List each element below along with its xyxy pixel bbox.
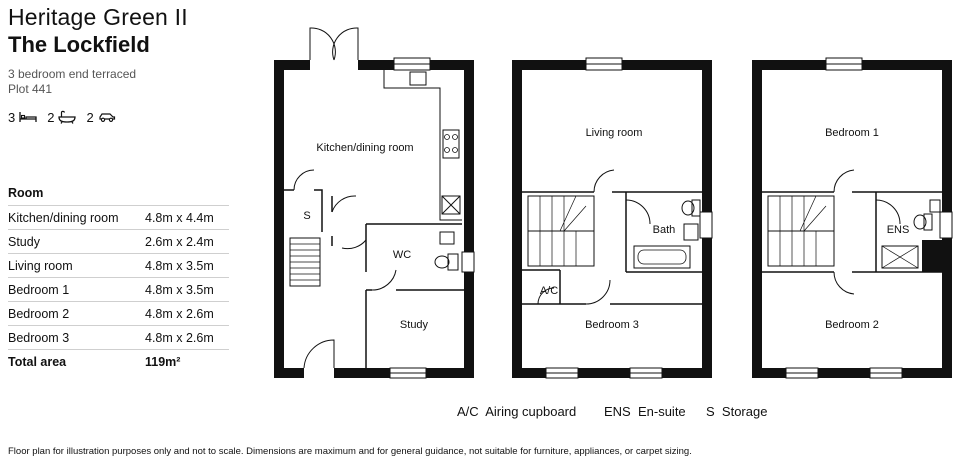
room-name: Bedroom 2 (8, 301, 145, 326)
floor-plans: Kitchen/dining room S WC Study (274, 27, 953, 379)
legend-abbr: ENS (604, 404, 631, 419)
bedroom-2-label: Bedroom 2 (825, 319, 879, 331)
house-name: The Lockfield (8, 32, 150, 57)
room-size: 4.8m x 2.6m (145, 325, 229, 350)
house-description: 3 bedroom end terraced (8, 67, 137, 81)
total-area-label: Total area (8, 354, 67, 369)
bath-label: Bath (653, 224, 676, 236)
legend-storage: S Storage (706, 404, 767, 419)
bath-icon (58, 110, 77, 124)
legend-abbr: A/C (457, 404, 479, 419)
first-floor-plan: Living room Bath A/C Bedroom 3 (512, 57, 713, 379)
bed-icon (19, 112, 37, 122)
room-size: 4.8m x 3.5m (145, 277, 229, 302)
legend-abbr: S (706, 404, 715, 419)
legend-meaning: Storage (721, 404, 768, 419)
airing-cupboard-label: A/C (540, 285, 558, 297)
table-row: Bedroom 2 4.8m x 2.6m (8, 301, 229, 326)
room-size: 4.8m x 2.6m (145, 301, 229, 326)
room-name: Bedroom 1 (8, 277, 145, 302)
legend-meaning: En-suite (637, 404, 686, 419)
bedroom-count: 3 (8, 109, 16, 125)
living-room-label: Living room (586, 127, 643, 139)
parking-count: 2 (86, 109, 94, 125)
table-row: Bedroom 3 4.8m x 2.6m (8, 325, 229, 350)
bedroom-3-label: Bedroom 3 (585, 319, 639, 331)
development-name: Heritage Green II (8, 4, 188, 30)
plot-number: Plot 441 (8, 82, 53, 96)
table-row: Kitchen/dining room 4.8m x 4.4m (8, 205, 229, 230)
total-area-row: Total area 119m² (8, 350, 229, 374)
bedroom-1-label: Bedroom 1 (825, 127, 879, 139)
car-icon (99, 113, 115, 122)
ensuite-label: ENS (887, 224, 910, 236)
ground-floor-plan: Kitchen/dining room S WC Study (274, 27, 475, 379)
table-row: Living room 4.8m x 3.5m (8, 253, 229, 278)
study-label: Study (400, 319, 429, 331)
table-row: Bedroom 1 4.8m x 3.5m (8, 277, 229, 302)
feature-icons: 3 2 2 (8, 109, 126, 125)
second-floor-plan: Bedroom 1 ENS Bedroom 2 (752, 57, 953, 379)
room-size: 2.6m x 2.4m (145, 229, 229, 254)
table-row: Study 2.6m x 2.4m (8, 229, 229, 254)
room-name: Living room (8, 253, 145, 278)
room-size: 4.8m x 4.4m (145, 205, 229, 230)
room-name: Study (8, 229, 145, 254)
wc-label: WC (393, 249, 411, 261)
room-name: Kitchen/dining room (8, 205, 145, 230)
room-size: 4.8m x 3.5m (145, 253, 229, 278)
kitchen-label: Kitchen/dining room (316, 142, 413, 154)
total-area-value: 119m² (145, 354, 181, 369)
room-name: Bedroom 3 (8, 325, 145, 350)
room-dimensions-table: Room Kitchen/dining room 4.8m x 4.4m Stu… (8, 183, 229, 373)
storage-label: S (303, 210, 310, 222)
legend-ensuite: ENS En-suite (604, 404, 686, 419)
legend-airing-cupboard: A/C Airing cupboard (457, 404, 576, 419)
disclaimer-footnote: Floor plan for illustration purposes onl… (8, 446, 692, 457)
legend-meaning: Airing cupboard (485, 404, 577, 419)
bathroom-count: 2 (47, 109, 55, 125)
table-header: Room (8, 183, 229, 206)
